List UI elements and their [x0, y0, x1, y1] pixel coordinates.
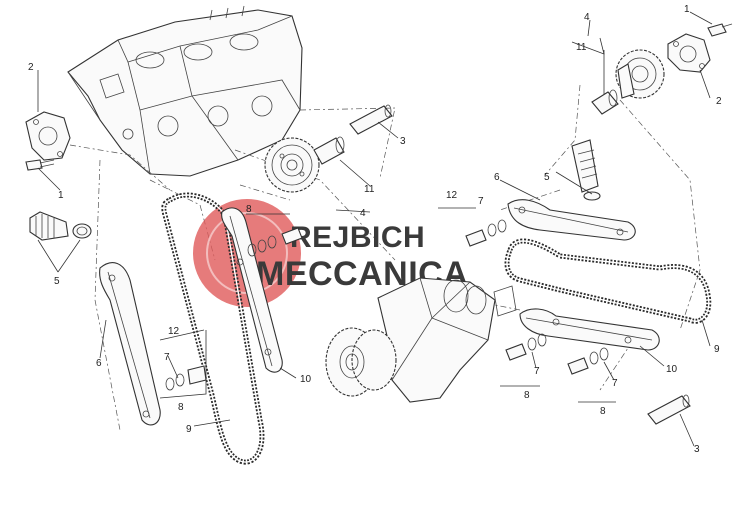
pin-3-center — [349, 104, 393, 135]
chain-guide-6-right — [507, 199, 636, 241]
watermark-line1: REJBICH — [290, 221, 425, 254]
callout-11-top-right: 11 — [576, 42, 587, 53]
callout-7-left: 7 — [164, 352, 170, 363]
tensioner-plunger-5-left — [29, 211, 92, 241]
callout-7-right-a: 7 — [478, 196, 484, 207]
callout-11-center: 11 — [364, 184, 375, 195]
callout-10-right: 10 — [666, 364, 678, 375]
callout-5-left: 5 — [54, 276, 60, 287]
spacer-11-top-right — [591, 89, 619, 115]
guide-pin-assembly-right-lower — [567, 347, 609, 375]
guide-pin-assembly-right-upper — [465, 219, 507, 247]
callout-8-left: 8 — [178, 402, 184, 413]
chain-guide-6-left — [99, 262, 161, 426]
callout-3-bottom: 3 — [694, 444, 700, 455]
timing-chain-right — [504, 238, 712, 324]
callout-8-right-a: 8 — [524, 390, 530, 401]
callout-1-top-right: 1 — [684, 4, 690, 15]
guide-pin-assembly-center — [247, 227, 303, 257]
callout-10-center: 10 — [300, 374, 312, 385]
callout-9-left: 9 — [186, 424, 192, 435]
tensioner-flange-left — [25, 111, 71, 161]
callout-8-right-b: 8 — [600, 406, 606, 417]
timing-chain-left — [161, 192, 265, 465]
chain-guide-10-center — [221, 207, 283, 373]
callout-6-right: 6 — [494, 172, 500, 183]
callout-4-center: 4 — [360, 208, 366, 219]
guide-pin-assembly-right-mid — [505, 333, 547, 361]
camshaft-gear-right — [615, 49, 665, 99]
guide-pin-assembly-left — [165, 365, 207, 391]
callout-6-left: 6 — [96, 358, 102, 369]
callout-4-top-right: 4 — [584, 12, 590, 23]
chain-guide-10-right — [519, 308, 660, 351]
callout-7-right-b: 7 — [534, 366, 540, 377]
callout-12-left: 12 — [168, 326, 180, 337]
callout-8-center: 8 — [246, 204, 252, 215]
spacer-11-center — [313, 136, 345, 165]
bolt-1-top-right — [707, 23, 733, 37]
tensioner-plunger-5-right — [571, 139, 601, 201]
callout-1-left: 1 — [58, 190, 64, 201]
pin-3-bottom — [647, 394, 691, 425]
callout-9-right: 9 — [714, 344, 720, 355]
callout-2-top-right: 2 — [716, 96, 722, 107]
callout-12-right: 12 — [446, 190, 458, 201]
leader-lines — [37, 11, 713, 447]
callout-3-center: 3 — [400, 136, 406, 147]
crankshaft — [377, 277, 517, 403]
crankshaft-gear — [325, 327, 397, 397]
callout-5-right: 5 — [544, 172, 550, 183]
camshaft-sprocket-left — [264, 137, 320, 193]
callout-labels: 1 2 4 11 2 1 5 3 11 4 8 5 6 12 7 6 12 7 … — [28, 4, 722, 455]
tensioner-flange-right — [667, 33, 711, 73]
callout-2-left: 2 — [28, 62, 34, 73]
callout-7-right-c: 7 — [612, 378, 618, 389]
bolt-1-left — [25, 159, 55, 171]
